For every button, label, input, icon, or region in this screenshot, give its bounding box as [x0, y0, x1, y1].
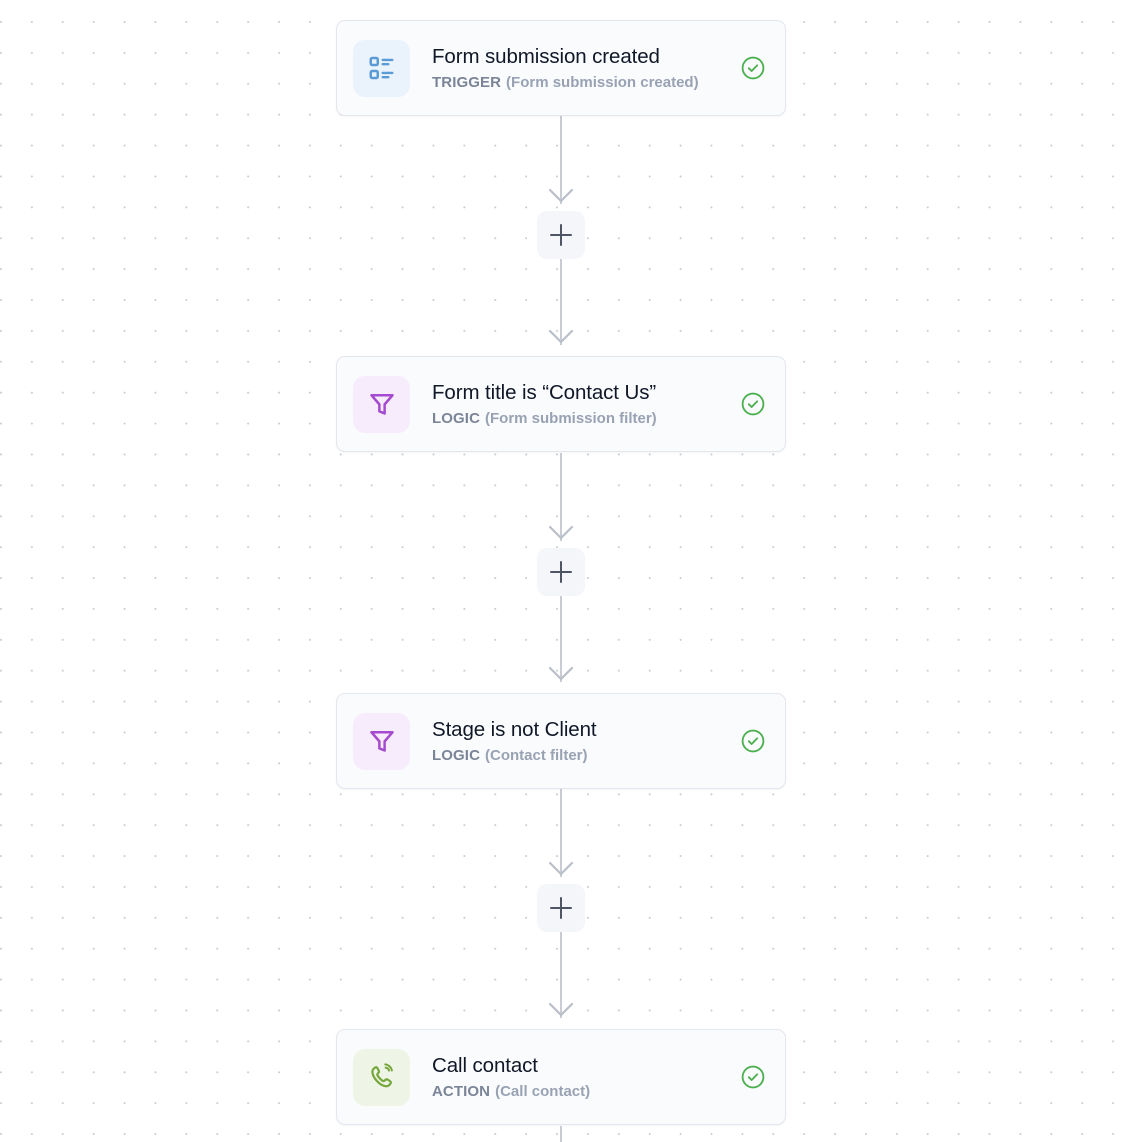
connector-arrow-3a	[548, 861, 574, 877]
node-subtitle: LOGIC (Form submission filter)	[432, 409, 729, 429]
filter-funnel-icon	[353, 375, 410, 433]
connector-line-1a	[560, 116, 562, 204]
node-detail-label: (Contact filter)	[485, 747, 588, 764]
node-detail-label: (Form submission filter)	[485, 410, 657, 427]
connector-line-2b	[560, 596, 562, 682]
node-subtitle: LOGIC (Contact filter)	[432, 746, 729, 766]
connector-arrow-2a	[548, 525, 574, 541]
node-detail-label: (Form submission created)	[506, 74, 699, 91]
status-badge	[739, 727, 767, 755]
workflow-node-call-contact[interactable]: Call contact ACTION(Call contact)	[336, 1029, 786, 1125]
node-kind-label: ACTION	[432, 1083, 491, 1100]
check-circle-icon	[741, 729, 765, 753]
node-detail-label: (Call contact)	[495, 1083, 591, 1100]
workflow-node-form-title-is-contact-us[interactable]: Form title is “Contact Us” LOGIC (Form su…	[336, 356, 786, 452]
add-step-button-1[interactable]	[537, 211, 585, 259]
plus-icon	[550, 224, 572, 246]
node-title: Stage is not Client	[432, 718, 597, 741]
check-circle-icon	[741, 1065, 765, 1089]
node-title: Form title is “Contact Us”	[432, 381, 657, 404]
node-text-block: Form submission created TRIGGER(Form sub…	[410, 43, 729, 93]
connector-line-3b	[560, 932, 562, 1018]
node-kind-label: TRIGGER	[432, 74, 502, 91]
workflow-node-form-submission-created[interactable]: Form submission created TRIGGER(Form sub…	[336, 20, 786, 116]
connector-line-1b	[560, 259, 562, 345]
plus-icon	[550, 561, 572, 583]
node-text-block: Form title is “Contact Us” LOGIC (Form su…	[410, 379, 729, 429]
node-kind-label: LOGIC	[432, 410, 480, 427]
connector-arrow-1a	[548, 188, 574, 204]
form-list-icon	[353, 39, 410, 97]
status-badge	[739, 54, 767, 82]
connector-arrow-1b	[548, 329, 574, 345]
add-step-button-2[interactable]	[537, 548, 585, 596]
node-title: Call contact	[432, 1054, 538, 1077]
node-text-block: Call contact ACTION(Call contact)	[410, 1052, 729, 1102]
connector-arrow-3b	[548, 1002, 574, 1018]
connector-line-4a	[560, 1126, 562, 1142]
node-text-block: Stage is not Client LOGIC (Contact filter…	[410, 716, 729, 766]
connector-line-3a	[560, 789, 562, 877]
connector-arrow-2b	[548, 666, 574, 682]
add-step-button-3[interactable]	[537, 884, 585, 932]
phone-call-icon	[353, 1048, 410, 1106]
check-circle-icon	[741, 392, 765, 416]
plus-icon	[550, 897, 572, 919]
node-title: Form submission created	[432, 45, 660, 68]
node-subtitle: TRIGGER(Form submission created)	[432, 73, 729, 93]
check-circle-icon	[741, 56, 765, 80]
status-badge	[739, 390, 767, 418]
node-subtitle: ACTION(Call contact)	[432, 1082, 729, 1102]
status-badge	[739, 1063, 767, 1091]
node-kind-label: LOGIC	[432, 747, 480, 764]
connector-line-2a	[560, 453, 562, 541]
workflow-node-stage-is-not-client[interactable]: Stage is not Client LOGIC (Contact filter…	[336, 693, 786, 789]
filter-funnel-icon	[353, 712, 410, 770]
